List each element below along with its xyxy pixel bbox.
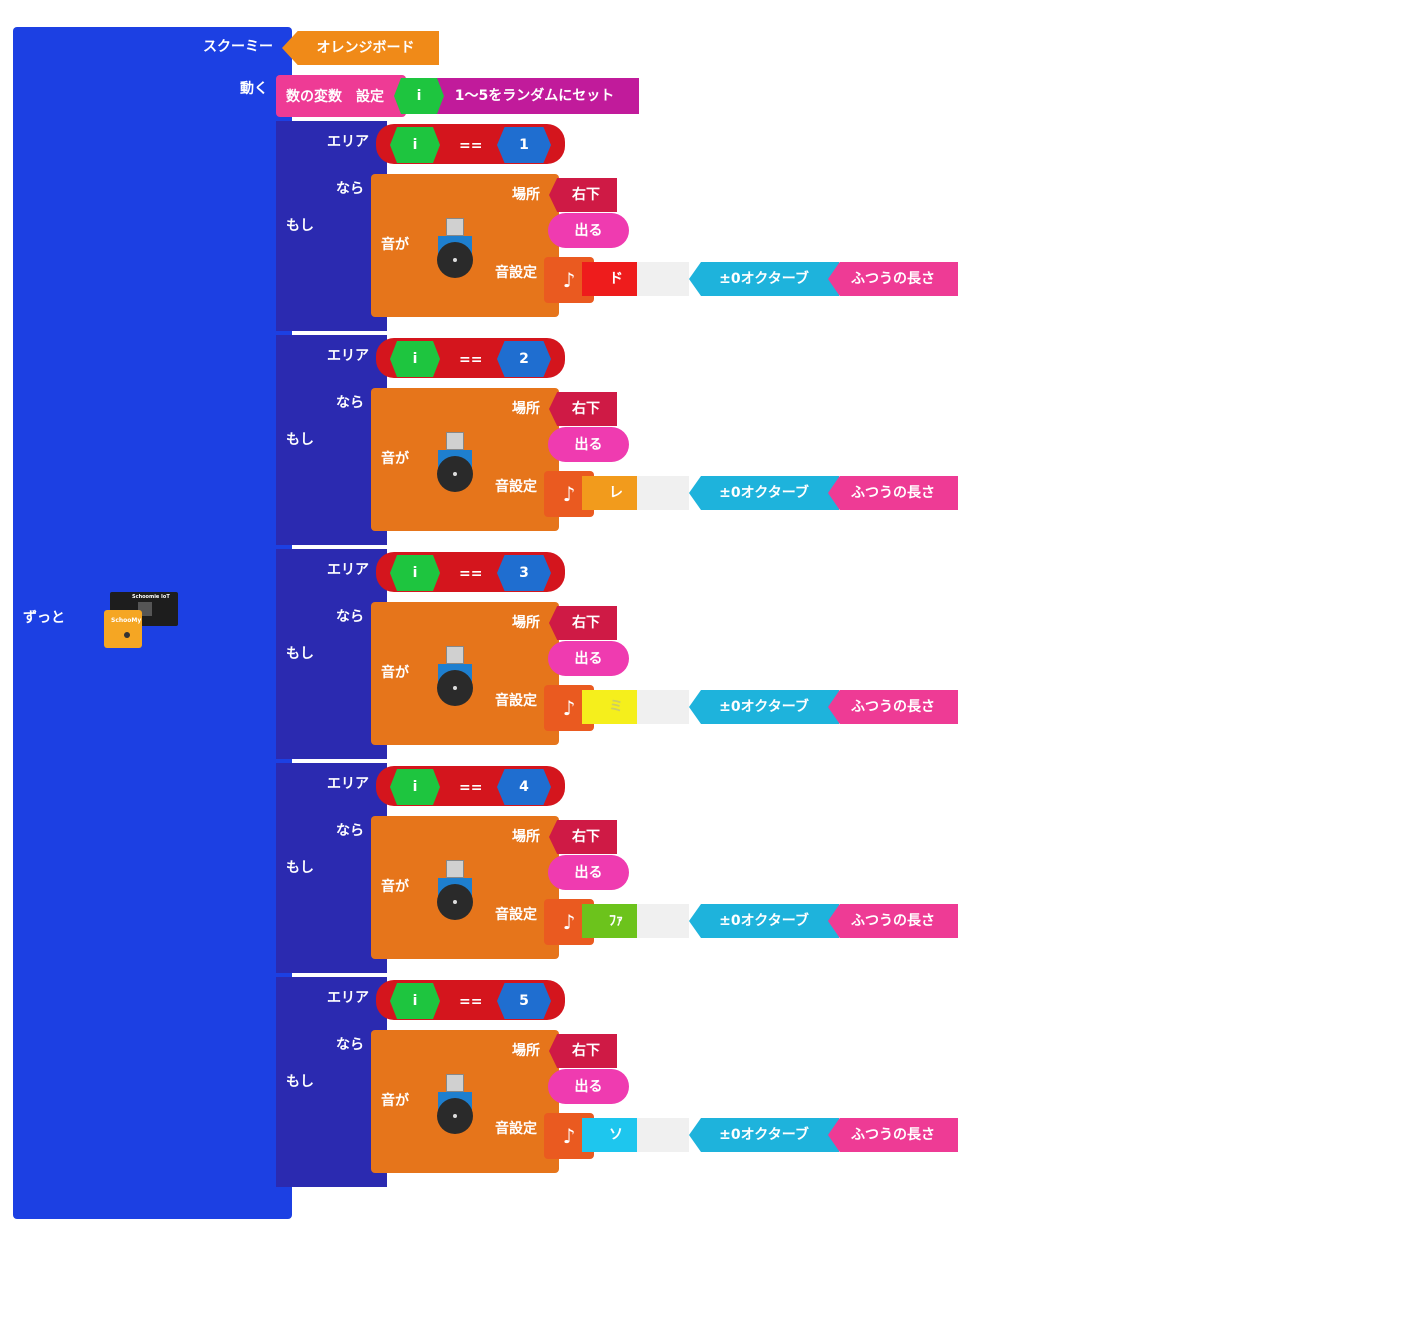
then-label: なら [336,181,364,197]
octave-selector[interactable]: ±0オクターブ [689,1118,839,1152]
note-blank [637,262,689,296]
length-selector[interactable]: ふつうの長さ [828,690,958,724]
place-selector[interactable]: 右下 [549,820,617,854]
octave-selector[interactable]: ±0オクターブ [689,262,839,296]
out-block[interactable]: 出る [548,855,629,890]
then-label: なら [336,609,364,625]
operator-label: == [459,780,483,796]
place-label: 場所 [512,615,540,631]
number-block[interactable]: 2 [497,341,551,377]
if-label: もし [286,860,314,876]
sound-set-label: 音設定 [495,907,537,923]
sound-set-label: 音設定 [495,479,537,495]
var-block[interactable]: i [390,127,440,163]
area-label: エリア [327,348,369,364]
operator-label: == [459,994,483,1010]
length-selector[interactable]: ふつうの長さ [828,904,958,938]
out-block[interactable]: 出る [548,641,629,676]
sound-label: 音が [381,451,409,467]
var-block[interactable]: i [390,983,440,1019]
if-block[interactable] [276,335,387,545]
number-block[interactable]: 4 [497,769,551,805]
length-selector[interactable]: ふつうの長さ [828,476,958,510]
operator-label: == [459,352,483,368]
out-block[interactable]: 出る [548,1069,629,1104]
place-selector[interactable]: 右下 [549,606,617,640]
place-selector[interactable]: 右下 [549,392,617,426]
sound-label: 音が [381,1093,409,1109]
board-top-text: Schoomie IoT [132,594,170,600]
note-blank [637,904,689,938]
var-block[interactable]: i [390,341,440,377]
if-label: もし [286,218,314,234]
area-label: エリア [327,776,369,792]
place-label: 場所 [512,829,540,845]
if-label: もし [286,1074,314,1090]
buzzer-icon [437,218,473,280]
sound-set-label: 音設定 [495,693,537,709]
buzzer-icon [437,432,473,494]
var-name-block[interactable]: i [394,78,444,114]
place-selector[interactable]: 右下 [549,1034,617,1068]
if-block[interactable] [276,977,387,1187]
number-block[interactable]: 3 [497,555,551,591]
if-label: もし [286,646,314,662]
area-label: エリア [327,134,369,150]
place-label: 場所 [512,1043,540,1059]
note-blank [637,690,689,724]
octave-selector[interactable]: ±0オクターブ [689,476,839,510]
board-front-text: SchooMy [111,617,142,624]
octave-selector[interactable]: ±0オクターブ [689,904,839,938]
var-block[interactable]: i [390,769,440,805]
var-block[interactable]: i [390,555,440,591]
buzzer-icon [437,1074,473,1136]
board-selector[interactable]: オレンジボード [282,31,439,65]
sound-label: 音が [381,237,409,253]
area-label: エリア [327,562,369,578]
then-label: なら [336,823,364,839]
length-selector[interactable]: ふつうの長さ [828,1118,958,1152]
area-label: エリア [327,990,369,1006]
move-label: 動く [240,81,268,97]
place-selector[interactable]: 右下 [549,178,617,212]
number-block[interactable]: 1 [497,127,551,163]
then-label: なら [336,1037,364,1053]
out-block[interactable]: 出る [548,213,629,248]
var-set-block[interactable] [276,75,406,117]
buzzer-icon [437,860,473,922]
sound-label: 音が [381,879,409,895]
note-blank [637,476,689,510]
board-icon: Schoomie IoT SchooMy [104,592,178,648]
if-block[interactable] [276,763,387,973]
sound-set-label: 音設定 [495,1121,537,1137]
if-label: もし [286,432,314,448]
then-label: なら [336,395,364,411]
if-block[interactable] [276,121,387,331]
buzzer-icon [437,646,473,708]
out-block[interactable]: 出る [548,427,629,462]
octave-selector[interactable]: ±0オクターブ [689,690,839,724]
operator-label: == [459,566,483,582]
scoomie-label: スクーミー [203,39,273,55]
number-block[interactable]: 5 [497,983,551,1019]
place-label: 場所 [512,401,540,417]
operator-label: == [459,138,483,154]
note-blank [637,1118,689,1152]
var-set-label: 数の変数 設定 [286,89,384,105]
length-selector[interactable]: ふつうの長さ [828,262,958,296]
random-value-block[interactable]: 1〜5をランダムにセット [430,78,639,114]
place-label: 場所 [512,187,540,203]
forever-label: ずっと [23,610,65,626]
sound-label: 音が [381,665,409,681]
sound-set-label: 音設定 [495,265,537,281]
if-block[interactable] [276,549,387,759]
